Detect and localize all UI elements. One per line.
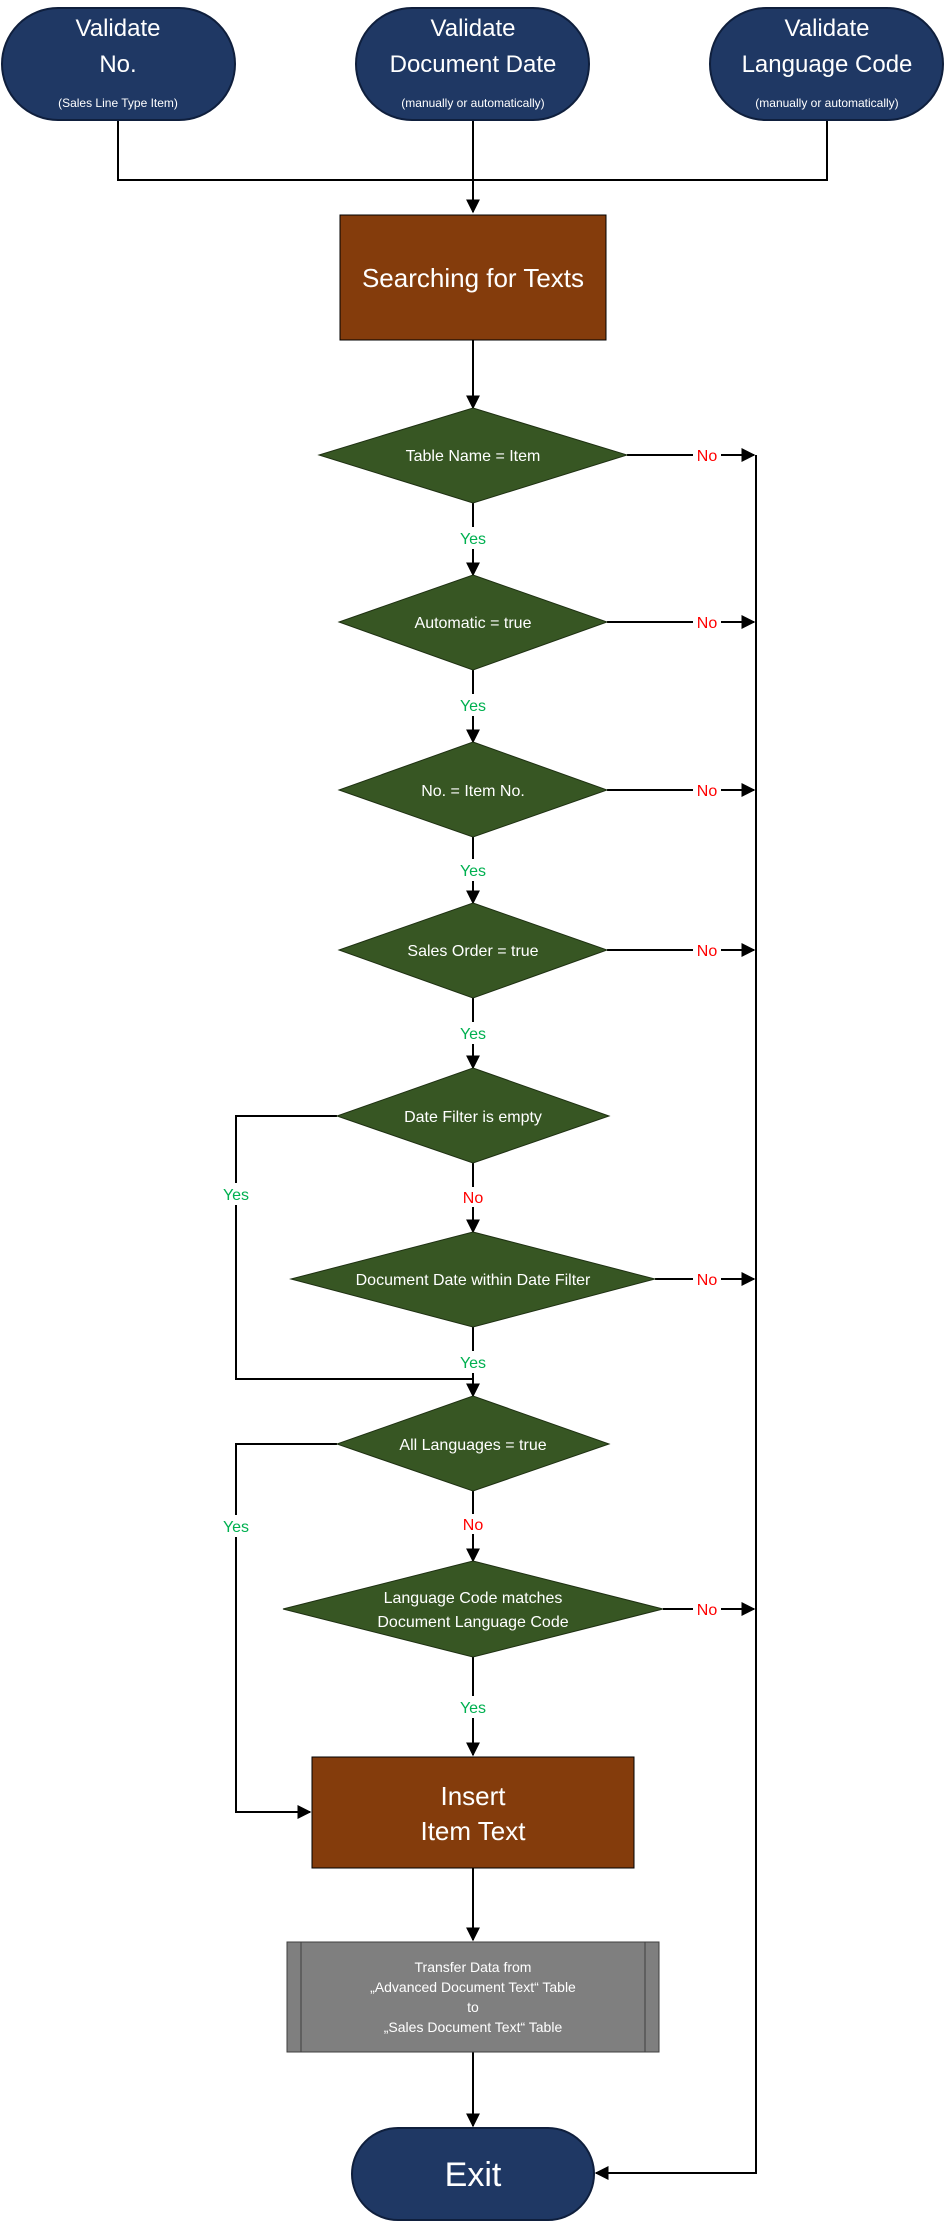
decision-label: Date Filter is empty bbox=[404, 1109, 542, 1126]
decision-document-date-within-filter: Document Date within Date Filter bbox=[289, 1231, 657, 1328]
yes-label: Yes bbox=[223, 1519, 249, 1536]
subprocess-shape bbox=[286, 1941, 660, 2053]
decision-label-line1: Language Code matches bbox=[384, 1590, 563, 1607]
start-validate-no: Validate No. (Sales Line Type Item) bbox=[1, 7, 236, 121]
no-label: No bbox=[697, 783, 718, 800]
decision-shape bbox=[317, 407, 629, 504]
decision-label: Document Date within Date Filter bbox=[356, 1272, 591, 1289]
no-label: No bbox=[463, 1190, 484, 1207]
terminator-shape bbox=[355, 7, 590, 121]
decision-shape bbox=[337, 902, 609, 999]
process-shape bbox=[311, 1756, 635, 1869]
yes-label: Yes bbox=[460, 531, 486, 548]
terminator-shape bbox=[709, 7, 944, 121]
no-labels: No No No No No No No No bbox=[459, 445, 721, 1619]
decision-automatic-true: Automatic = true bbox=[337, 574, 609, 671]
decision-language-code-matches: Language Code matches Document Language … bbox=[282, 1560, 664, 1658]
start-subtitle: (manually or automatically) bbox=[401, 96, 544, 110]
decision-shape bbox=[289, 1231, 657, 1328]
start-title-line2: No. bbox=[99, 51, 136, 78]
subprocess-label-line1: Transfer Data from bbox=[415, 1959, 532, 1975]
start-title-line1: Validate bbox=[785, 15, 870, 42]
connector-start3 bbox=[473, 120, 828, 181]
decision-label: No. = Item No. bbox=[421, 783, 525, 800]
decision-label: Table Name = Item bbox=[406, 448, 541, 465]
decision-no-item-no: No. = Item No. bbox=[337, 741, 609, 838]
connector-d5-yes-bypass bbox=[235, 1115, 473, 1380]
no-label: No bbox=[697, 943, 718, 960]
decision-all-languages-true: All Languages = true bbox=[335, 1395, 611, 1492]
decision-label-line2: Document Language Code bbox=[377, 1614, 568, 1631]
yes-label: Yes bbox=[460, 1026, 486, 1043]
start-validate-language-code: Validate Language Code (manually or auto… bbox=[709, 7, 944, 121]
decision-label: All Languages = true bbox=[399, 1437, 546, 1454]
process-shape bbox=[339, 214, 607, 341]
connectors bbox=[117, 120, 828, 2180]
subprocess-label-line4: „Sales Document Text“ Table bbox=[384, 2019, 563, 2035]
decision-shape bbox=[282, 1560, 664, 1658]
decision-label: Sales Order = true bbox=[407, 943, 538, 960]
decision-shape bbox=[337, 741, 609, 838]
start-title-line2: Document Date bbox=[390, 51, 557, 78]
start-subtitle: (Sales Line Type Item) bbox=[58, 96, 178, 110]
decision-table-name-item: Table Name = Item bbox=[317, 407, 629, 504]
process-label-line2: Item Text bbox=[420, 1816, 526, 1846]
start-subtitle: (manually or automatically) bbox=[755, 96, 898, 110]
no-label: No bbox=[697, 615, 718, 632]
start-title-line1: Validate bbox=[76, 15, 161, 42]
no-label: No bbox=[697, 448, 718, 465]
start-validate-document-date: Validate Document Date (manually or auto… bbox=[355, 7, 590, 121]
start-title-line1: Validate bbox=[431, 15, 516, 42]
process-searching-for-texts: Searching for Texts bbox=[339, 214, 607, 341]
connector-d7-yes-bypass bbox=[235, 1443, 337, 1819]
yes-label: Yes bbox=[460, 698, 486, 715]
connector-start1 bbox=[117, 120, 473, 181]
exit-label: Exit bbox=[445, 2156, 502, 2194]
decision-shape bbox=[337, 574, 609, 671]
decision-sales-order-true: Sales Order = true bbox=[337, 902, 609, 999]
no-label: No bbox=[697, 1602, 718, 1619]
decision-date-filter-empty: Date Filter is empty bbox=[335, 1067, 611, 1164]
terminator-exit: Exit bbox=[351, 2127, 595, 2221]
decision-shape bbox=[335, 1395, 611, 1492]
decision-label: Automatic = true bbox=[415, 615, 532, 632]
decision-shape bbox=[335, 1067, 611, 1164]
start-title-line2: Language Code bbox=[742, 51, 913, 78]
subprocess-transfer-data: Transfer Data from „Advanced Document Te… bbox=[286, 1941, 660, 2053]
yes-labels: Yes Yes Yes Yes Yes Yes Yes Yes bbox=[218, 527, 491, 1718]
subprocess-label-line2: „Advanced Document Text“ Table bbox=[370, 1979, 576, 1995]
connector-no-rail bbox=[594, 455, 757, 2180]
yes-label: Yes bbox=[460, 1700, 486, 1717]
no-label: No bbox=[463, 1517, 484, 1534]
yes-label: Yes bbox=[460, 1355, 486, 1372]
process-label-line1: Insert bbox=[440, 1781, 506, 1811]
process-insert-item-text: Insert Item Text bbox=[311, 1756, 635, 1869]
process-label: Searching for Texts bbox=[362, 263, 584, 293]
terminator-shape bbox=[351, 2127, 595, 2221]
yes-label: Yes bbox=[223, 1187, 249, 1204]
yes-label: Yes bbox=[460, 863, 486, 880]
no-label: No bbox=[697, 1272, 718, 1289]
terminator-shape bbox=[1, 7, 236, 121]
subprocess-label-line3: to bbox=[467, 1999, 479, 2015]
